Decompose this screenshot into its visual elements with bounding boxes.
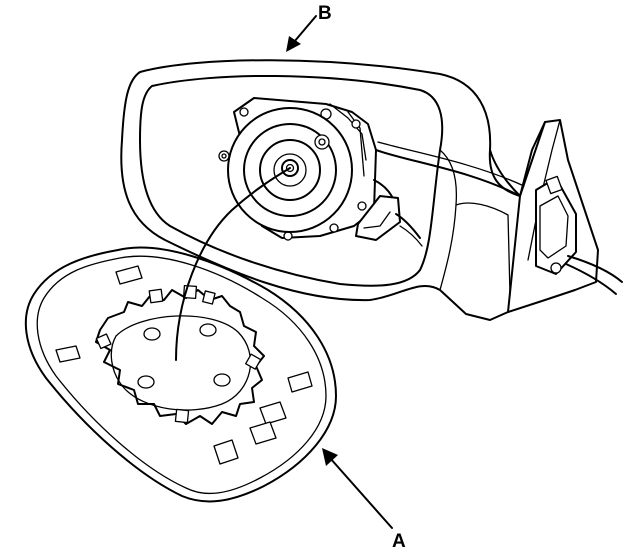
mirror-glass	[24, 246, 337, 503]
alignment-line	[175, 167, 291, 361]
glass-mount-ring	[95, 284, 265, 425]
callout-label-b: B	[318, 3, 332, 24]
callout-arrow-b	[286, 15, 317, 52]
mirror-actuator	[218, 97, 525, 247]
glass-clip-pads	[55, 265, 313, 465]
callout-arrow-a	[322, 448, 393, 529]
callout-label-a: A	[392, 531, 406, 552]
